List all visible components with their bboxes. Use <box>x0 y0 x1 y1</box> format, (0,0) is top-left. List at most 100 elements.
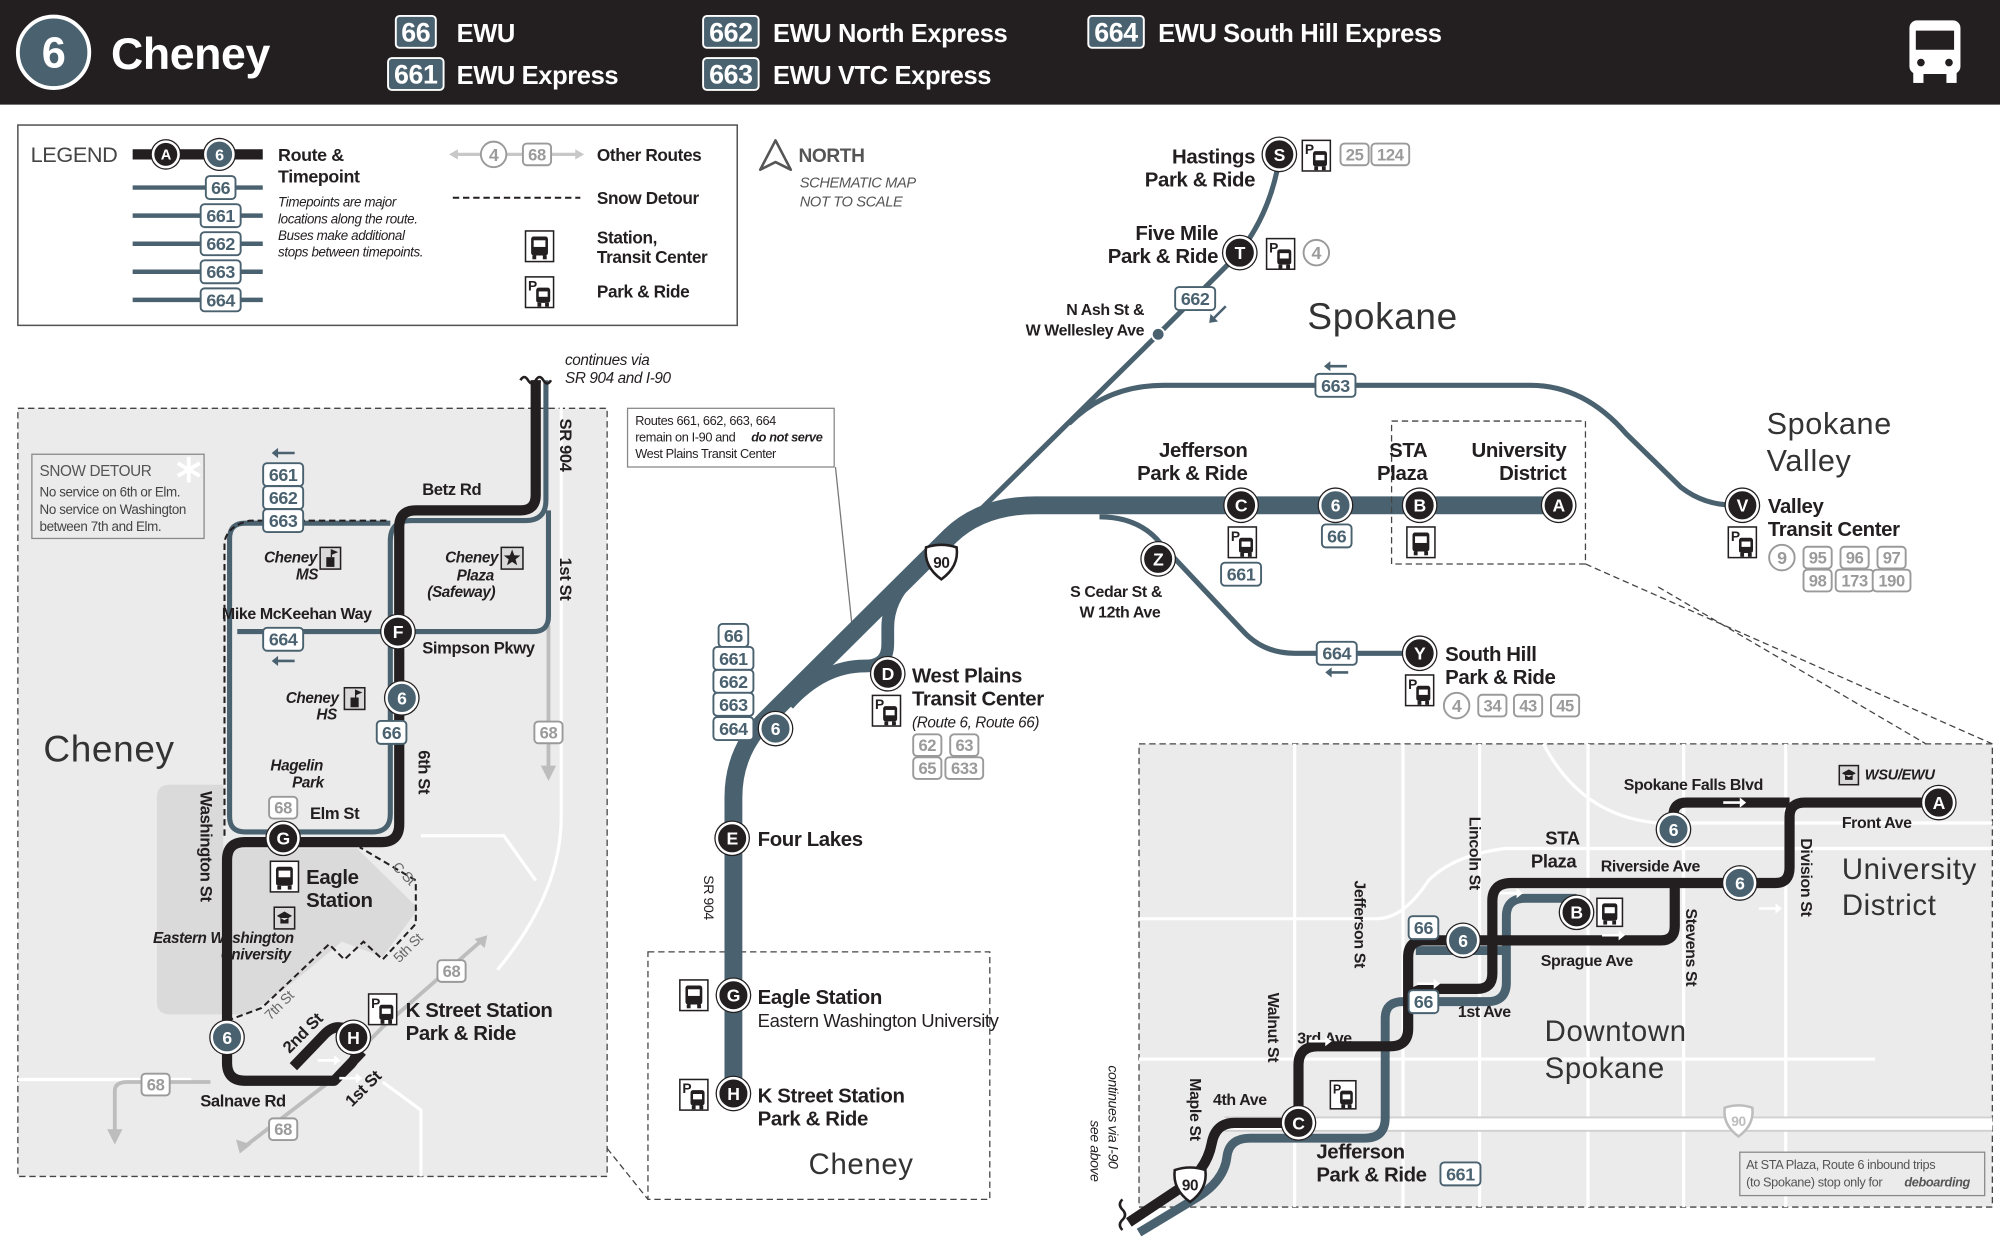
timepoint-marker: Z <box>1140 541 1177 577</box>
north-label: NORTH <box>798 146 864 167</box>
route-badge-label: 66 <box>382 723 402 743</box>
timepoint-letter: 6 <box>1458 931 1468 951</box>
timepoint-letter: 6 <box>1331 496 1341 516</box>
map-label: STA <box>1545 828 1579 849</box>
map-label: SR 904 <box>701 875 717 920</box>
route-badge-label: 173 <box>1841 572 1868 591</box>
map-label: SCHEMATIC MAP <box>800 176 917 192</box>
map-label: Timepoints are major <box>278 195 397 210</box>
route-badge-label: 4 <box>489 145 499 165</box>
route-badge: 43 <box>1513 693 1544 718</box>
map-label: Park & Ride <box>1445 667 1555 689</box>
timepoint-letter: Z <box>1153 549 1164 569</box>
map-label: MS <box>296 566 319 583</box>
timepoint-marker: F <box>380 613 416 650</box>
route-badge-label: 662 <box>269 488 298 508</box>
park-and-ride-icon: P <box>1329 1079 1357 1110</box>
map-label: Hagelin <box>270 758 323 775</box>
timepoint-letter: G <box>727 986 740 1006</box>
map-label: 1st Ave <box>1458 1004 1511 1021</box>
route-badge-label: 34 <box>1484 697 1503 716</box>
direction-arrow-icon <box>1758 903 1782 914</box>
map-label: SR 904 and I-90 <box>565 370 672 387</box>
direction-arrow-icon <box>1209 305 1227 323</box>
timepoint-marker: B <box>1401 487 1438 524</box>
route-badge-label: 45 <box>1556 697 1574 716</box>
timepoint-letter: Y <box>1414 644 1426 664</box>
route-badge: 95 <box>1802 545 1833 570</box>
park-and-ride-icon: P <box>871 694 902 727</box>
route-badge: 664 <box>712 716 755 742</box>
timepoint-letter: 6 <box>222 1028 232 1048</box>
map-label: Division St <box>1797 838 1814 917</box>
route-badge: 66 <box>204 175 237 201</box>
map-label: No service on Washington <box>40 502 186 517</box>
map-label: Plaza <box>1531 851 1577 872</box>
timepoint-letter: A <box>1553 496 1566 516</box>
timepoint-letter: F <box>393 622 404 642</box>
map-label: locations along the route. <box>278 211 417 226</box>
route-badge-label: 65 <box>918 759 936 778</box>
route-badge: 68 <box>268 1117 299 1142</box>
map-label: Park & Ride <box>406 1023 516 1045</box>
park-and-ride-icon: P <box>1227 526 1258 559</box>
map-label: Maple St <box>1186 1078 1203 1142</box>
parking-p-glyph: P <box>1269 240 1278 255</box>
timepoint-marker: 6 <box>1721 865 1758 901</box>
route-badge: 661 <box>199 203 242 229</box>
map-label: HS <box>316 707 338 724</box>
timepoint-marker: C <box>1280 1104 1317 1141</box>
map-label: S Cedar St & <box>1070 584 1163 601</box>
header-route-name: EWU North Express <box>773 20 1008 48</box>
route-badge-label: 96 <box>1846 549 1864 568</box>
timepoint-letter: 6 <box>1735 873 1745 893</box>
header-route-name: EWU VTC Express <box>773 62 991 90</box>
area-label: Spokane <box>1307 296 1457 337</box>
map-label: Park & Ride <box>597 281 689 301</box>
route-badge-label: 663 <box>719 695 748 715</box>
map-label: Simpson Pkwy <box>422 638 536 657</box>
route-number: 6 <box>42 30 66 78</box>
direction-arrow-icon <box>317 1055 341 1066</box>
map-label: stops between timepoints. <box>278 244 423 259</box>
bus-station-icon <box>1406 526 1436 559</box>
area-label: Downtown <box>1545 1015 1687 1048</box>
route-badge-label: 661 <box>394 60 438 90</box>
map-label: Betz Rd <box>422 480 481 499</box>
header-route-name: EWU <box>457 20 515 48</box>
route-badge-label: 25 <box>1346 145 1364 164</box>
map-label: West Plains Transit Center <box>635 446 777 461</box>
route-badge: 661 <box>712 645 755 671</box>
map-label: do not serve <box>751 429 822 444</box>
map-label: Park & Ride <box>758 1108 868 1130</box>
timepoint-letter: A <box>1933 793 1946 813</box>
route-badge: 662 <box>262 485 305 511</box>
park-and-ride-icon: P <box>1727 526 1758 559</box>
route-badge: 66 <box>1407 915 1440 941</box>
timepoint-letter: C <box>1292 1113 1305 1133</box>
other-route-circle: 4 <box>479 140 508 169</box>
main-schematic <box>606 139 1993 1201</box>
school-icon <box>319 546 342 570</box>
route-badge: 68 <box>533 720 564 745</box>
route-badge: 663 <box>262 508 305 534</box>
timepoint-letter: T <box>1235 243 1246 263</box>
map-label: (Safeway) <box>427 584 495 601</box>
route-badge-label: 98 <box>1809 572 1827 591</box>
route-badge-label: 663 <box>709 60 753 90</box>
snowflake-icon <box>176 456 201 483</box>
break-mark <box>1118 1198 1127 1231</box>
timepoint-marker: 6 <box>1445 922 1481 959</box>
map-label: Riverside Ave <box>1601 858 1701 875</box>
timepoint-marker: H <box>715 1075 752 1112</box>
note-box <box>626 407 835 468</box>
other-route-circle: 4 <box>1302 238 1331 267</box>
map-label: University <box>1471 440 1567 462</box>
map-label: Washington St <box>196 791 215 902</box>
timepoint-marker: A <box>1920 784 1957 821</box>
direction-arrow-icon <box>339 1073 363 1084</box>
break-mark <box>519 375 553 385</box>
timepoint-letter: 6 <box>397 688 407 708</box>
timepoint-letter: 6 <box>215 146 224 164</box>
direction-arrow-icon <box>1500 888 1523 899</box>
